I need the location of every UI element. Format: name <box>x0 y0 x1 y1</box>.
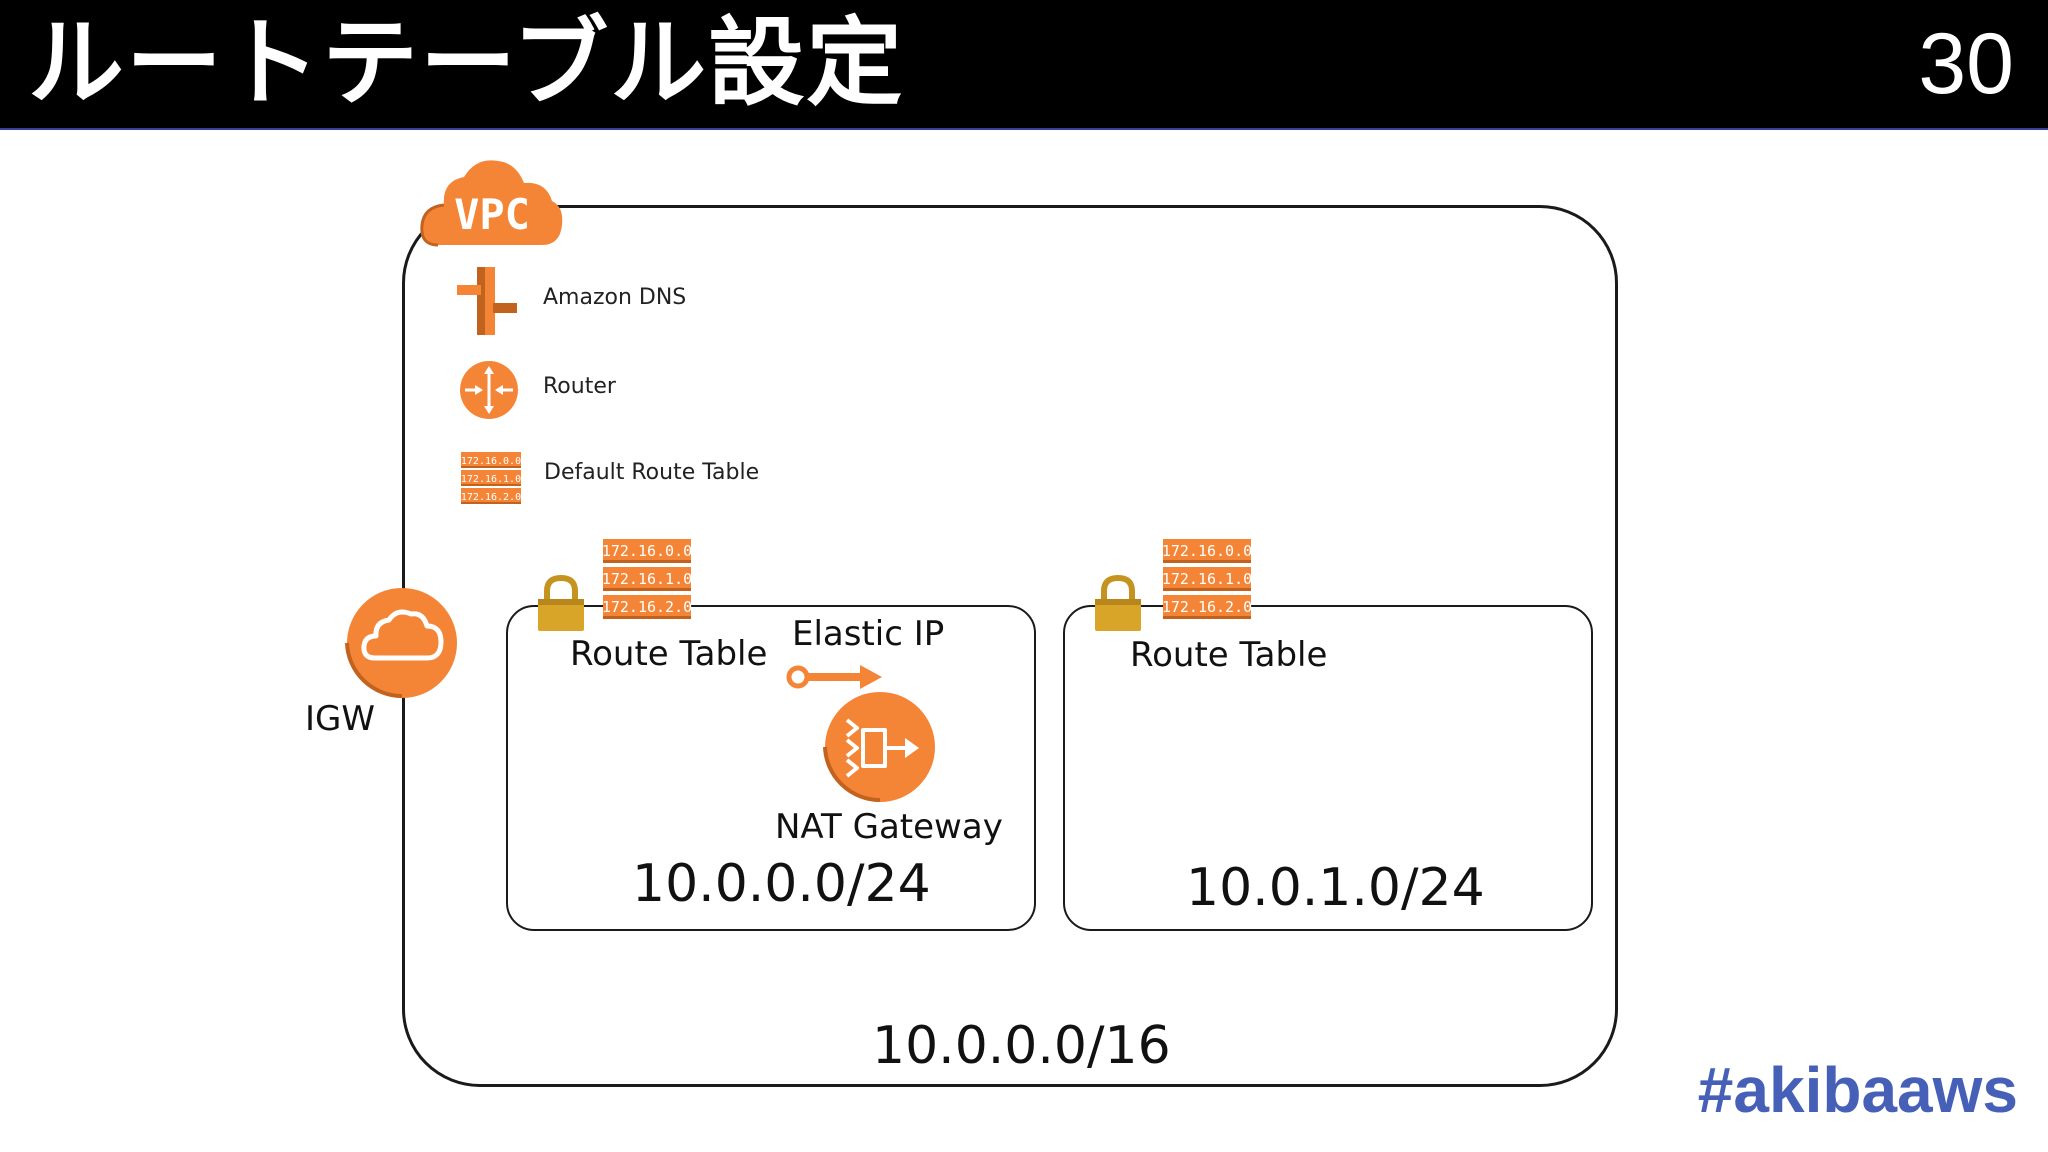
igw-label: IGW <box>305 699 375 739</box>
private-route-table-label: Route Table <box>1130 635 1328 675</box>
lock-icon <box>538 575 584 631</box>
internet-gateway-icon <box>345 588 457 698</box>
elastic-ip-icon <box>786 665 882 689</box>
vpc-cidr: 10.0.0.0/16 <box>872 1016 1171 1076</box>
vpc-badge-text: VPC <box>454 190 530 239</box>
private-subnet-box <box>1063 605 1593 931</box>
default-route-table-icon: 172.16.0.0 172.16.1.0 172.16.2.0 <box>461 452 521 504</box>
route-entry: 172.16.0.0 <box>602 542 692 560</box>
header-bar: ルートテーブル設定 30 <box>0 0 2048 130</box>
route-entry: 172.16.2.0 <box>602 598 692 616</box>
route-entry: 172.16.1.0 <box>1162 570 1252 588</box>
route-entry: 172.16.0.0 <box>1162 542 1252 560</box>
nat-gateway-icon <box>823 692 935 802</box>
slide-title: ルートテーブル設定 <box>28 7 905 119</box>
route-entry: 172.16.1.0 <box>602 570 692 588</box>
hashtag: #akibaaws <box>1697 1054 2018 1126</box>
route-entry: 172.16.0.0 <box>461 456 521 467</box>
public-subnet-cidr: 10.0.0.0/24 <box>632 854 931 914</box>
elastic-ip-label: Elastic IP <box>792 614 945 654</box>
page-number: 30 <box>1918 16 2014 112</box>
public-route-table-label: Route Table <box>570 634 768 674</box>
route-entry: 172.16.2.0 <box>461 492 521 503</box>
vpc-cloud-icon: VPC <box>420 160 563 247</box>
route-entry: 172.16.1.0 <box>461 474 521 485</box>
route-table-icon: 172.16.0.0 172.16.1.0 172.16.2.0 <box>602 539 692 619</box>
private-subnet-cidr: 10.0.1.0/24 <box>1186 858 1485 918</box>
legend-dns-label: Amazon DNS <box>543 285 687 310</box>
route-entry: 172.16.2.0 <box>1162 598 1252 616</box>
legend-router-label: Router <box>543 374 616 399</box>
nat-gateway-label: NAT Gateway <box>775 807 1003 847</box>
route-table-icon: 172.16.0.0 172.16.1.0 172.16.2.0 <box>1162 539 1252 619</box>
legend-default-route-table-label: Default Route Table <box>544 460 760 485</box>
public-subnet-box <box>506 605 1036 931</box>
router-icon <box>460 361 518 419</box>
amazon-dns-icon <box>457 267 517 335</box>
lock-icon <box>1095 575 1141 631</box>
